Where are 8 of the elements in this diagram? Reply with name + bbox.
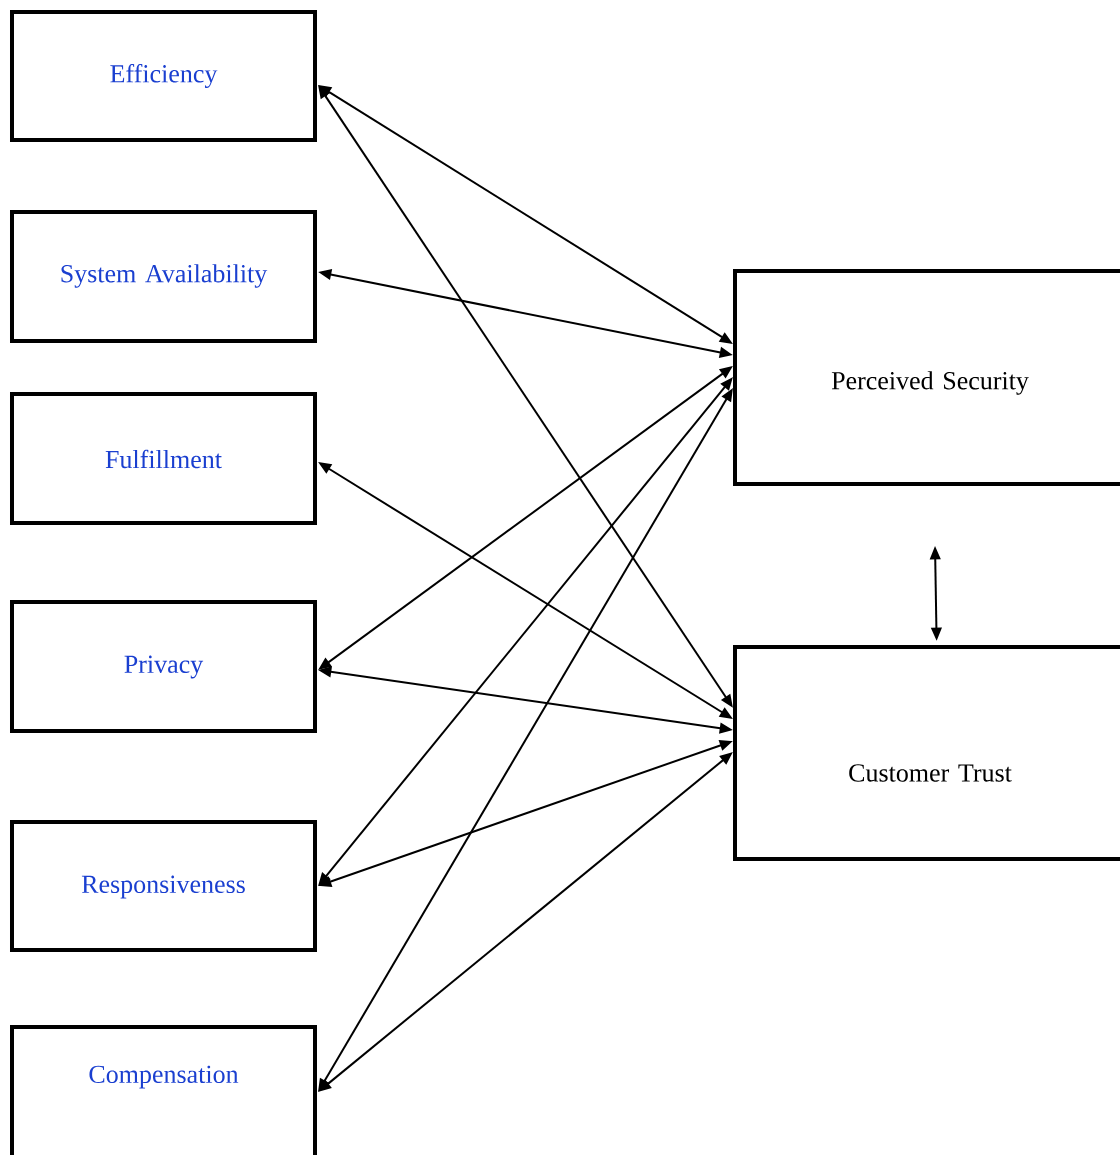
factor-box: Perceived Security [733,269,1120,486]
factor-box: Customer Trust [733,645,1120,861]
factor-box: Efficiency [10,10,317,142]
factor-box: Compensation [10,1025,317,1155]
factor-box: Fulfillment [10,392,317,525]
factor-box: System Availability [10,210,317,343]
factor-box: Privacy [10,600,317,733]
factor-box: Responsiveness [10,820,317,952]
